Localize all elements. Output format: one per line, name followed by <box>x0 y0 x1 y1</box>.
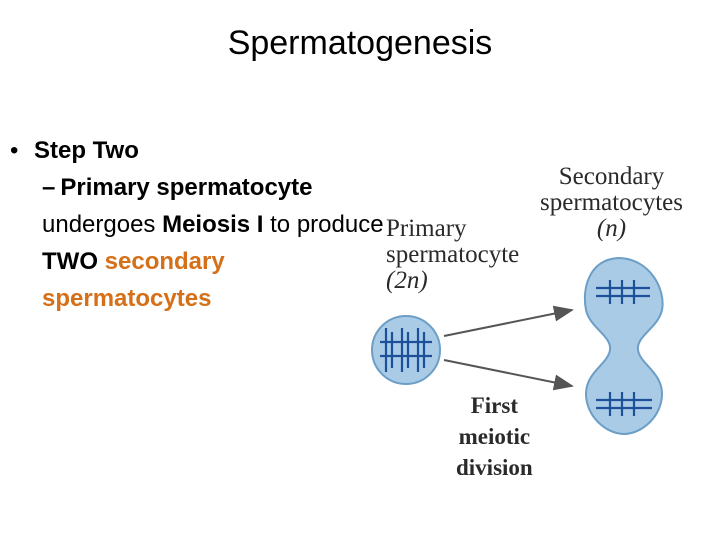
dividing-cell <box>583 256 664 436</box>
primary-chromosomes <box>380 328 432 372</box>
sub-bullet-dash: – <box>42 174 56 201</box>
text-secondary-spermatocytes: secondary spermatocytes <box>42 248 225 312</box>
text-to-produce: to produce <box>263 211 384 238</box>
text-primary-spermatocyte: Primary spermatocyte <box>60 174 313 201</box>
text-two: TWO <box>42 248 98 275</box>
bullet-marker: • <box>10 137 19 164</box>
bullet-step-two: • Step Two <box>8 132 388 169</box>
secondary-chromosomes-top <box>596 280 650 304</box>
meiosis-diagram: Secondary spermatocytes (n) Primary sper… <box>360 150 720 490</box>
meiosis-drawing <box>371 256 664 436</box>
sub-bullet: –Primary spermatocyte undergoes Meiosis … <box>8 169 388 317</box>
slide-title: Spermatogenesis <box>227 24 493 62</box>
bullet-list: • Step Two –Primary spermatocyte undergo… <box>8 132 388 317</box>
arrow-down <box>443 359 574 391</box>
secondary-label: Secondary spermatocytes (n) <box>540 163 684 242</box>
secondary-chromosomes-bottom <box>596 392 652 416</box>
text-meiosis-i: Meiosis I <box>162 211 264 238</box>
text-undergoes: undergoes <box>42 211 163 238</box>
primary-cell <box>371 315 441 385</box>
arrow-up <box>443 305 574 337</box>
primary-label: Primary spermatocyte (2n) <box>386 215 520 294</box>
division-label: First meiotic division <box>456 393 533 480</box>
bullet-heading: Step Two <box>34 137 139 164</box>
